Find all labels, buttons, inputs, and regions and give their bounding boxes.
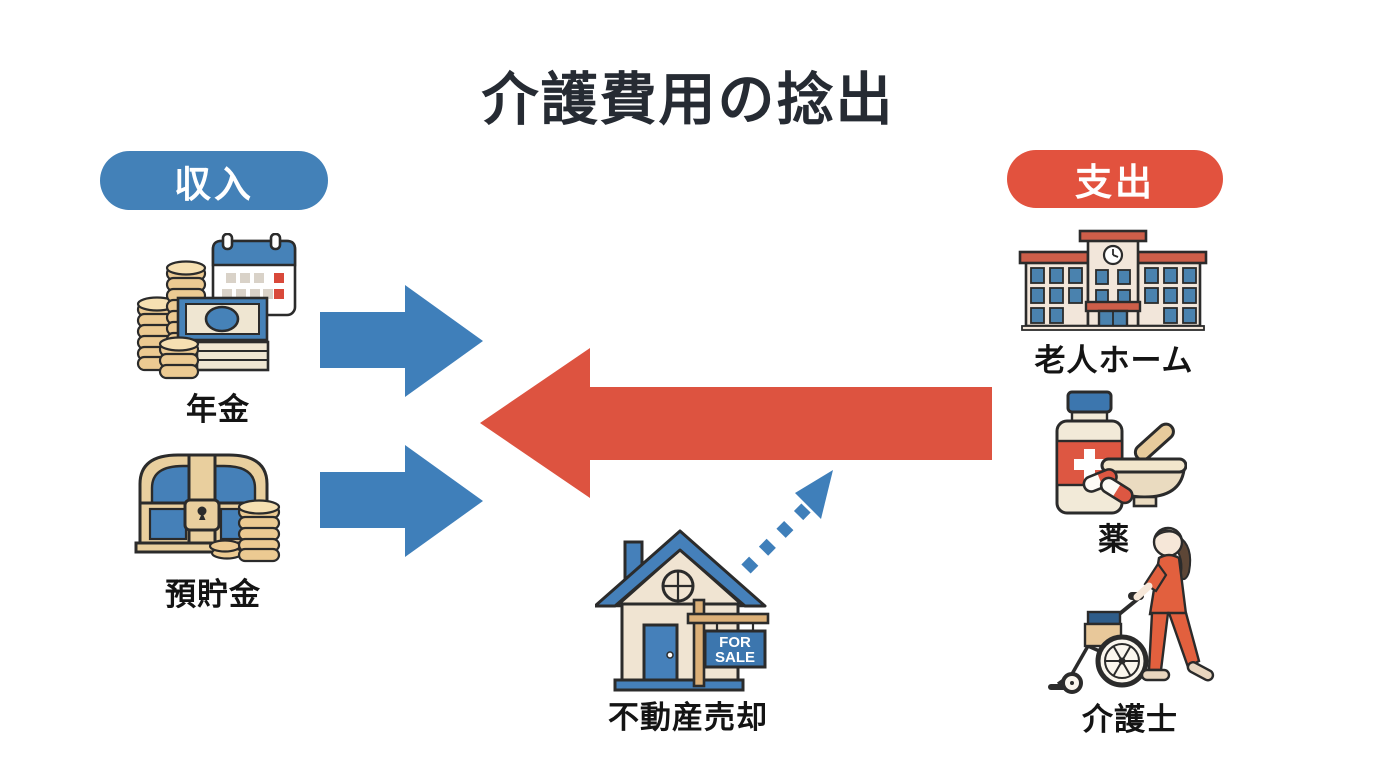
label-property-sale: 不動産売却 [608, 700, 768, 735]
pension-coins-calendar-icon [136, 233, 297, 380]
page-title: 介護費用の捻出 [481, 68, 895, 132]
caregiver-wheelchair-icon [1048, 526, 1215, 694]
house-for-sale-icon: FOR SALE [595, 529, 770, 692]
medicine-bottle-mortar-icon [1055, 390, 1187, 515]
income-arrow-bottom [320, 445, 483, 557]
label-medicine: 薬 [1098, 522, 1130, 557]
label-savings: 預貯金 [165, 577, 261, 612]
expense-badge-label: 支出 [1075, 162, 1155, 203]
label-pension: 年金 [186, 392, 250, 427]
income-badge-label: 収入 [174, 163, 254, 205]
nursing-home-building-icon [1018, 229, 1208, 331]
property-arrow-head [795, 470, 833, 519]
for-sale-sign-line2: SALE [715, 649, 755, 666]
savings-treasure-chest-icon [134, 453, 281, 563]
income-arrow-top [320, 285, 483, 397]
income-badge: 収入 [100, 151, 328, 210]
expense-badge: 支出 [1007, 150, 1223, 208]
expense-arrow [480, 348, 992, 498]
label-nursing-home: 老人ホーム [1034, 343, 1194, 378]
label-caregiver: 介護士 [1082, 702, 1178, 737]
for-sale-sign-line1: FOR [719, 634, 751, 651]
